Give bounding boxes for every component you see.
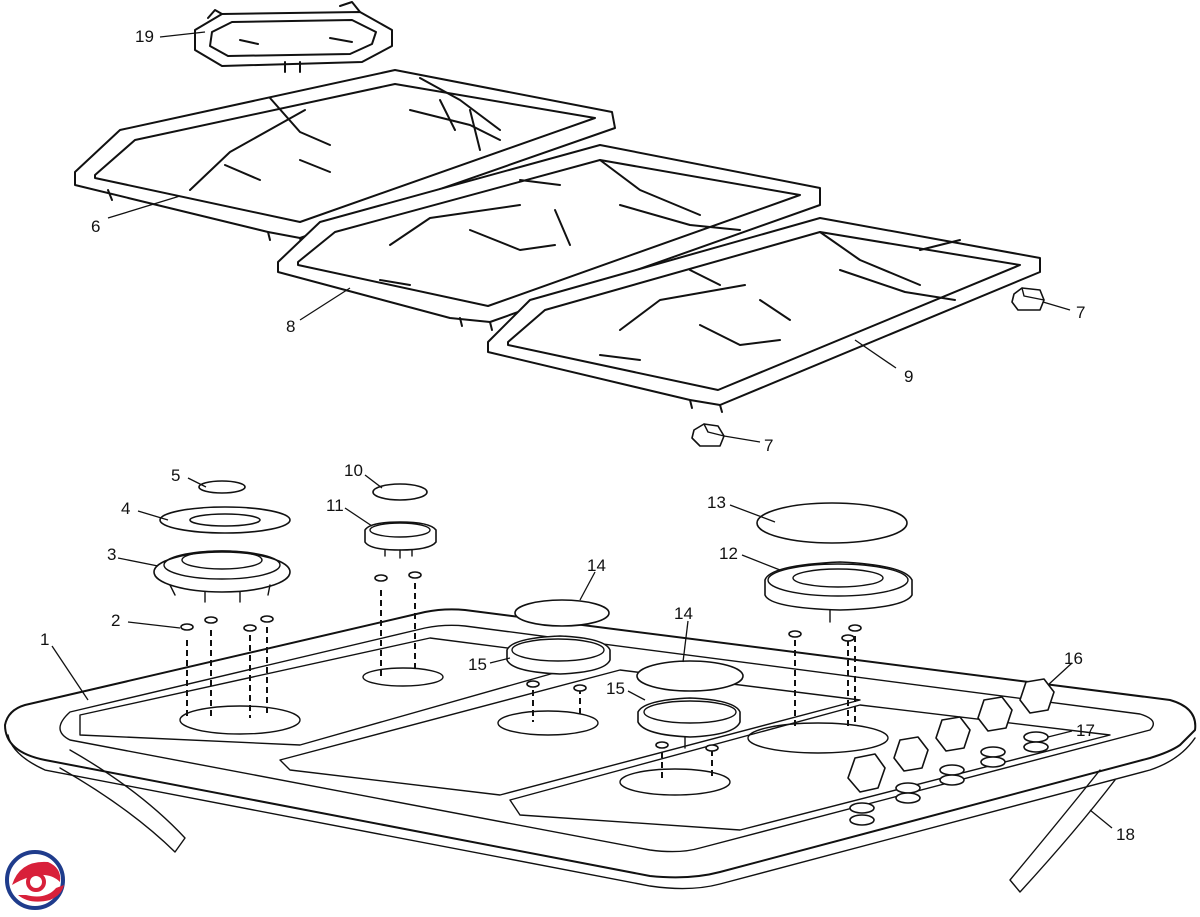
medium-burner-assembly-upper [506,599,611,675]
wok-support-grate [194,1,393,73]
triple-ring-burner-assembly [756,502,913,623]
callout-15b: 15 [606,679,625,698]
callout-14a: 14 [587,556,606,575]
callout-labels: 19 6 8 9 7 7 5 4 3 2 1 10 11 13 12 14 14… [40,27,1135,844]
callout-16: 16 [1064,649,1083,668]
callout-18: 18 [1116,825,1135,844]
burner-fixing-screws [180,571,862,780]
brand-logo [5,850,65,910]
callout-7b: 7 [764,436,773,455]
callout-9: 9 [904,367,913,386]
callout-8: 8 [286,317,295,336]
callout-5: 5 [171,466,180,485]
callout-17: 17 [1076,721,1095,740]
callout-12: 12 [719,544,738,563]
large-burner-assembly [153,480,291,603]
callout-14b: 14 [674,604,693,623]
grate-rubber-foot-bottom [691,423,725,447]
callout-11: 11 [326,496,344,515]
hob-top-plate [4,608,1197,893]
callout-1: 1 [40,630,49,649]
callout-7a: 7 [1076,303,1085,322]
medium-burner-assembly-lower [636,660,744,749]
grate-rubber-foot-right [1011,287,1045,311]
right-pan-support-grate [487,217,1041,413]
left-pan-support-grate [74,69,616,247]
callout-leaders [51,31,1113,829]
control-knobs [847,678,1055,826]
callout-13: 13 [707,493,726,512]
callout-10: 10 [344,461,363,480]
callout-6: 6 [91,217,100,236]
callout-19: 19 [135,27,154,46]
callout-15a: 15 [468,655,487,674]
callout-4: 4 [121,499,130,518]
middle-pan-support-grate [277,144,821,331]
callout-2: 2 [111,611,120,630]
callout-3: 3 [107,545,116,564]
auxiliary-burner-assembly [364,483,437,559]
